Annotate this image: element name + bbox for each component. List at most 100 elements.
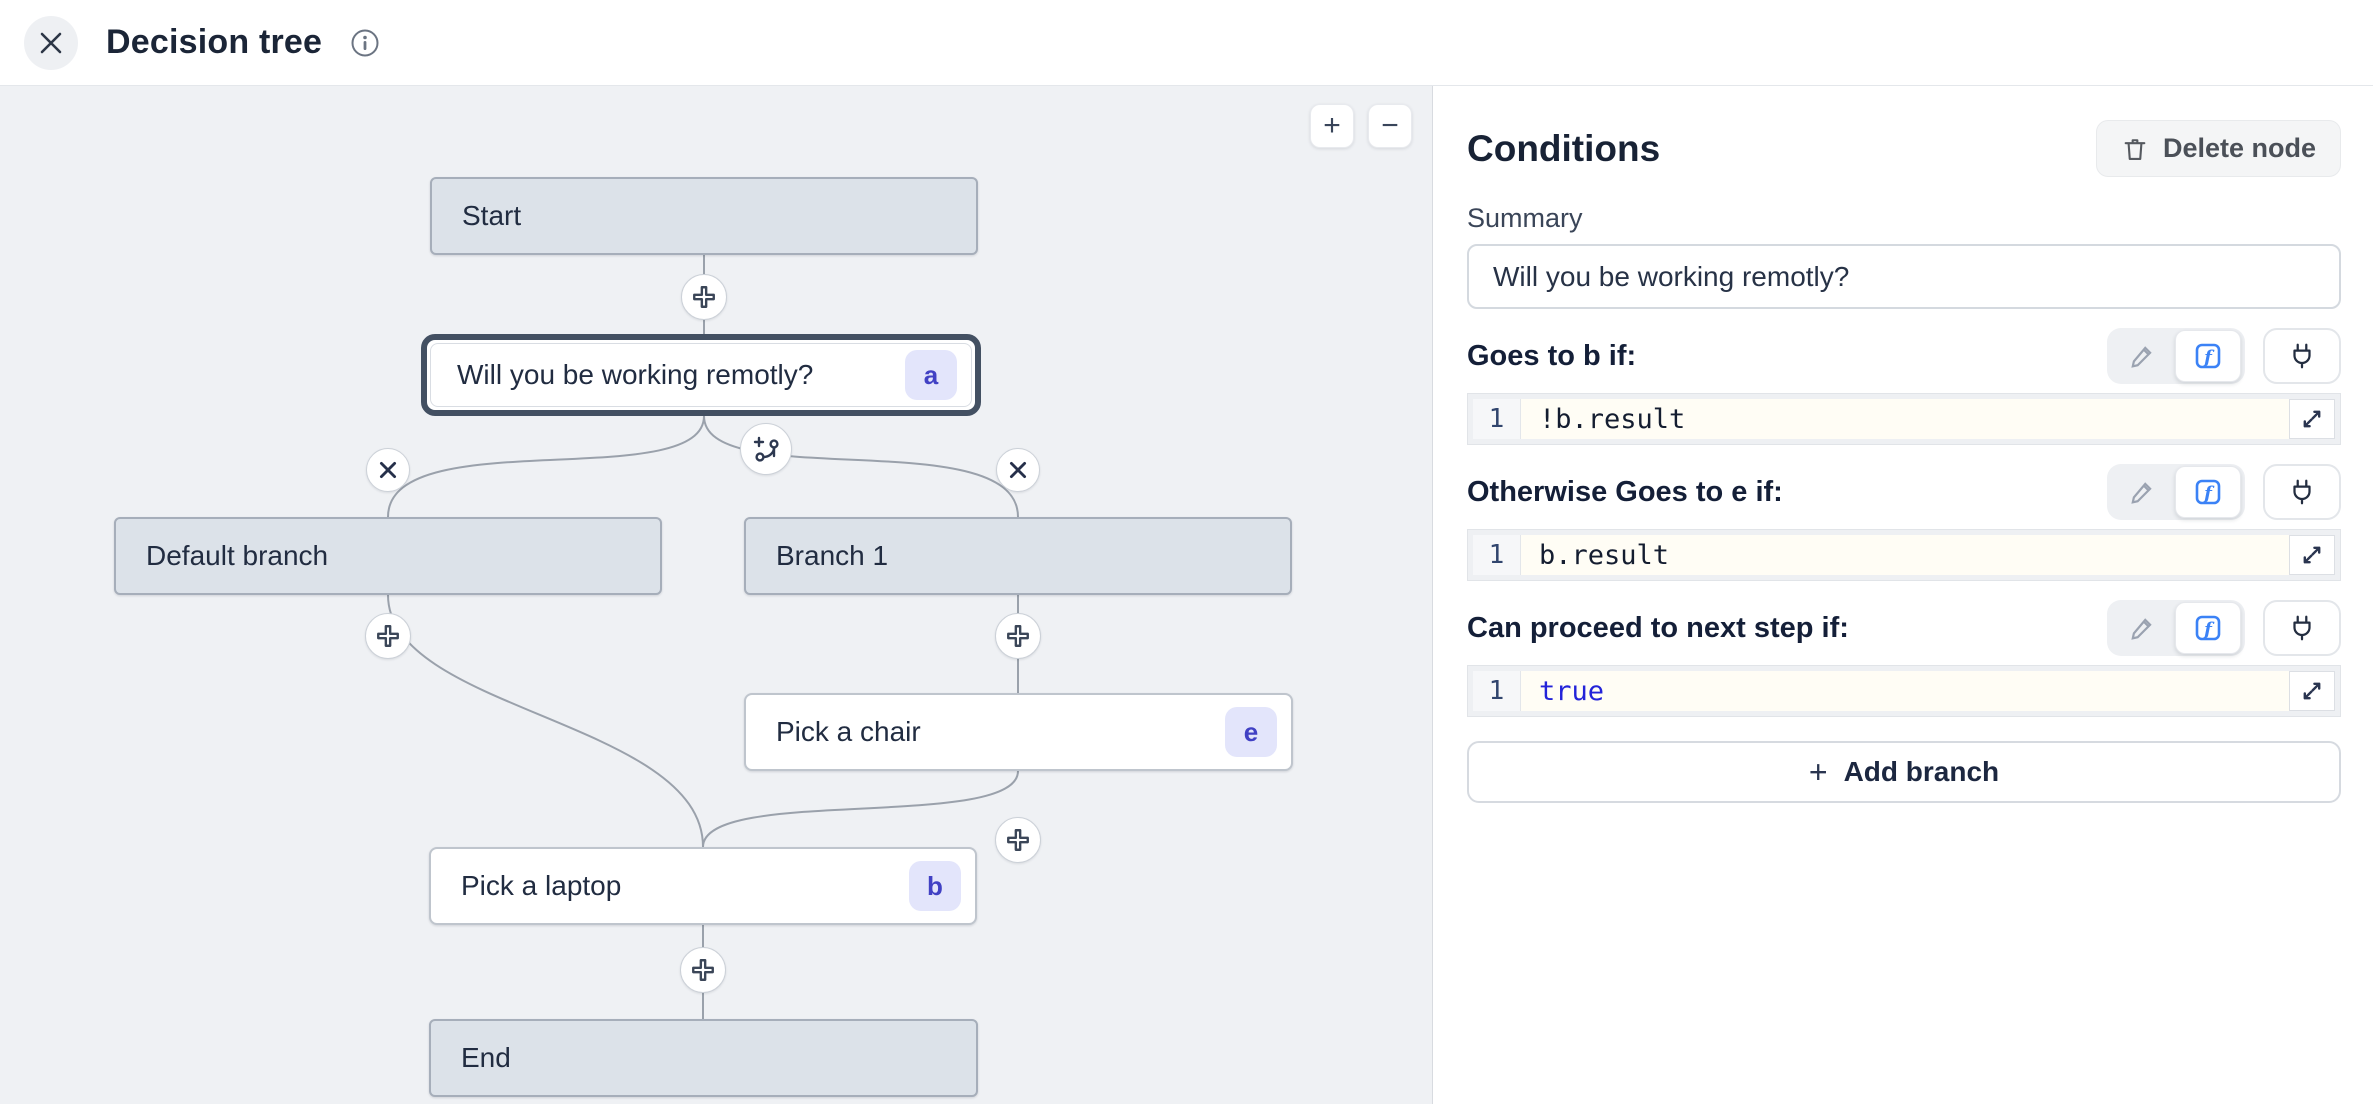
remove-branch-button[interactable] (366, 448, 410, 492)
expand-icon (2300, 543, 2324, 567)
expand-editor-button[interactable] (2289, 535, 2335, 575)
connect-data-button[interactable] (2263, 464, 2341, 520)
plus-connector-icon (1005, 827, 1031, 853)
add-step-button[interactable] (995, 613, 1041, 659)
line-number: 1 (1473, 535, 1521, 575)
info-icon (350, 28, 380, 58)
info-button[interactable] (350, 28, 380, 58)
pencil-icon (2129, 615, 2155, 641)
node-badge: b (909, 861, 961, 911)
fx-icon: f (2193, 477, 2223, 507)
trash-icon (2121, 135, 2149, 163)
line-number: 1 (1473, 671, 1521, 711)
node-label: Branch 1 (776, 540, 889, 571)
add-step-button[interactable] (681, 274, 727, 320)
editor-mode-toggle: f (2107, 328, 2245, 384)
node-label: Will you be working remotly? (457, 359, 814, 390)
add-branch-label: Add branch (1843, 756, 2000, 787)
line-number: 1 (1473, 399, 1521, 439)
add-step-button[interactable] (680, 947, 726, 993)
pencil-icon (2129, 343, 2155, 369)
plus-connector-icon (375, 623, 401, 649)
svg-text:f: f (2202, 619, 2215, 640)
remove-branch-button[interactable] (996, 448, 1040, 492)
conditions-panel: Conditions Delete node Summary Goes to b… (1432, 86, 2373, 1104)
condition-section-header: Goes to b if: f (1467, 327, 2341, 385)
expand-icon (2300, 407, 2324, 431)
plug-icon (2287, 477, 2317, 507)
zoom-out-button[interactable]: − (1368, 104, 1412, 148)
node-label: Pick a chair (776, 716, 921, 747)
code-editor: 1 !b.result (1467, 393, 2341, 445)
condition-label: Otherwise Goes to e if: (1467, 475, 1783, 508)
node-badge: a (905, 350, 957, 400)
add-step-button[interactable] (995, 817, 1041, 863)
summary-input[interactable] (1467, 244, 2341, 309)
add-branch-edge-icon (751, 434, 781, 464)
panel-title: Conditions (1467, 127, 1661, 169)
edge-chair-laptop (702, 770, 1019, 848)
plus-connector-icon (691, 284, 717, 310)
code-input[interactable]: !b.result (1521, 399, 2290, 439)
text-mode-button[interactable] (2111, 468, 2173, 516)
fx-icon: f (2193, 613, 2223, 643)
delete-node-label: Delete node (2162, 133, 2316, 163)
text-mode-button[interactable] (2111, 332, 2173, 380)
condition-label: Can proceed to next step if: (1467, 611, 1849, 644)
node-default-branch[interactable]: Default branch (114, 517, 662, 595)
fx-icon: f (2193, 341, 2223, 371)
node-label: Start (462, 200, 522, 231)
expand-icon (2300, 679, 2324, 703)
code-editor: 1 b.result (1467, 529, 2341, 581)
edge-question-default (387, 415, 705, 518)
code-input[interactable]: true (1521, 671, 2290, 711)
editor-mode-toggle: f (2107, 600, 2245, 656)
close-button[interactable] (24, 15, 78, 70)
text-mode-button[interactable] (2111, 604, 2173, 652)
node-question-selected[interactable]: Will you be working remotly? a (421, 334, 981, 416)
add-branch-edge-button[interactable] (740, 423, 792, 475)
remove-branch-icon (377, 459, 399, 481)
add-step-button[interactable] (365, 613, 411, 659)
page-title: Decision tree (106, 23, 323, 61)
svg-text:f: f (2202, 347, 2215, 368)
node-end[interactable]: End (429, 1019, 978, 1097)
node-badge: e (1225, 707, 1277, 757)
zoom-controls: + − (1310, 104, 1412, 148)
summary-label: Summary (1467, 203, 1583, 233)
expand-editor-button[interactable] (2289, 671, 2335, 711)
plug-icon (2287, 341, 2317, 371)
node-pick-a-chair[interactable]: Pick a chair e (744, 693, 1293, 771)
fx-mode-button[interactable]: f (2175, 602, 2241, 654)
zoom-in-button[interactable]: + (1310, 104, 1354, 148)
connect-data-button[interactable] (2263, 328, 2341, 384)
condition-section-header: Can proceed to next step if: f (1467, 599, 2341, 657)
plug-icon (2287, 613, 2317, 643)
expand-editor-button[interactable] (2289, 399, 2335, 439)
plus-icon: + (1808, 753, 1828, 790)
fx-mode-button[interactable]: f (2175, 330, 2241, 382)
svg-text:f: f (2202, 483, 2215, 504)
remove-branch-icon (1007, 459, 1029, 481)
code-editor: 1 true (1467, 665, 2341, 717)
node-start[interactable]: Start (430, 177, 978, 255)
editor-mode-toggle: f (2107, 464, 2245, 520)
top-bar: Decision tree (0, 0, 2373, 86)
connect-data-button[interactable] (2263, 600, 2341, 656)
condition-label: Goes to b if: (1467, 339, 1637, 372)
flow-canvas[interactable]: + − Start Will you be working remotly? a… (0, 86, 1432, 1104)
fx-mode-button[interactable]: f (2175, 466, 2241, 518)
node-label: End (461, 1042, 511, 1073)
add-branch-button[interactable]: + Add branch (1467, 741, 2341, 803)
close-icon (38, 30, 64, 56)
plus-connector-icon (690, 957, 716, 983)
node-branch-1[interactable]: Branch 1 (744, 517, 1292, 595)
edge-default-laptop (387, 594, 704, 848)
delete-node-button[interactable]: Delete node (2095, 120, 2341, 177)
code-input[interactable]: b.result (1521, 535, 2290, 575)
plus-connector-icon (1005, 623, 1031, 649)
node-label: Pick a laptop (461, 870, 622, 901)
condition-section-header: Otherwise Goes to e if: f (1467, 463, 2341, 521)
node-pick-a-laptop[interactable]: Pick a laptop b (429, 847, 977, 925)
